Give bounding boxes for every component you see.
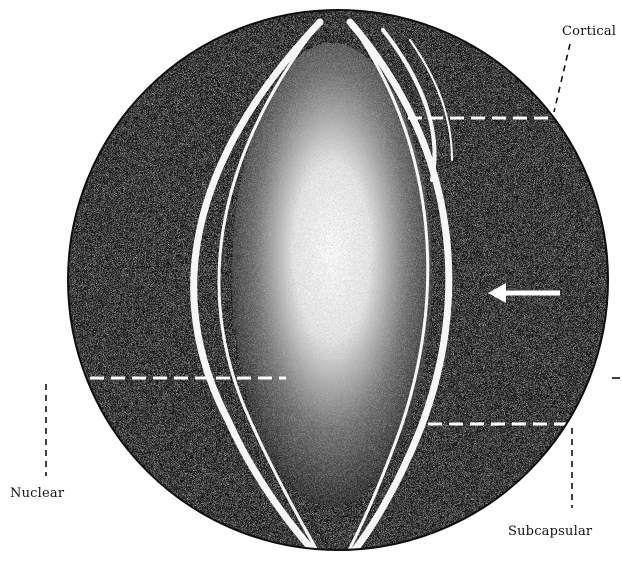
lens-disc xyxy=(48,0,620,573)
label-nuclear: Nuclear xyxy=(10,486,64,501)
label-cortical: Cortical xyxy=(562,24,616,39)
label-subcapsular: Subcapsular xyxy=(508,524,592,539)
